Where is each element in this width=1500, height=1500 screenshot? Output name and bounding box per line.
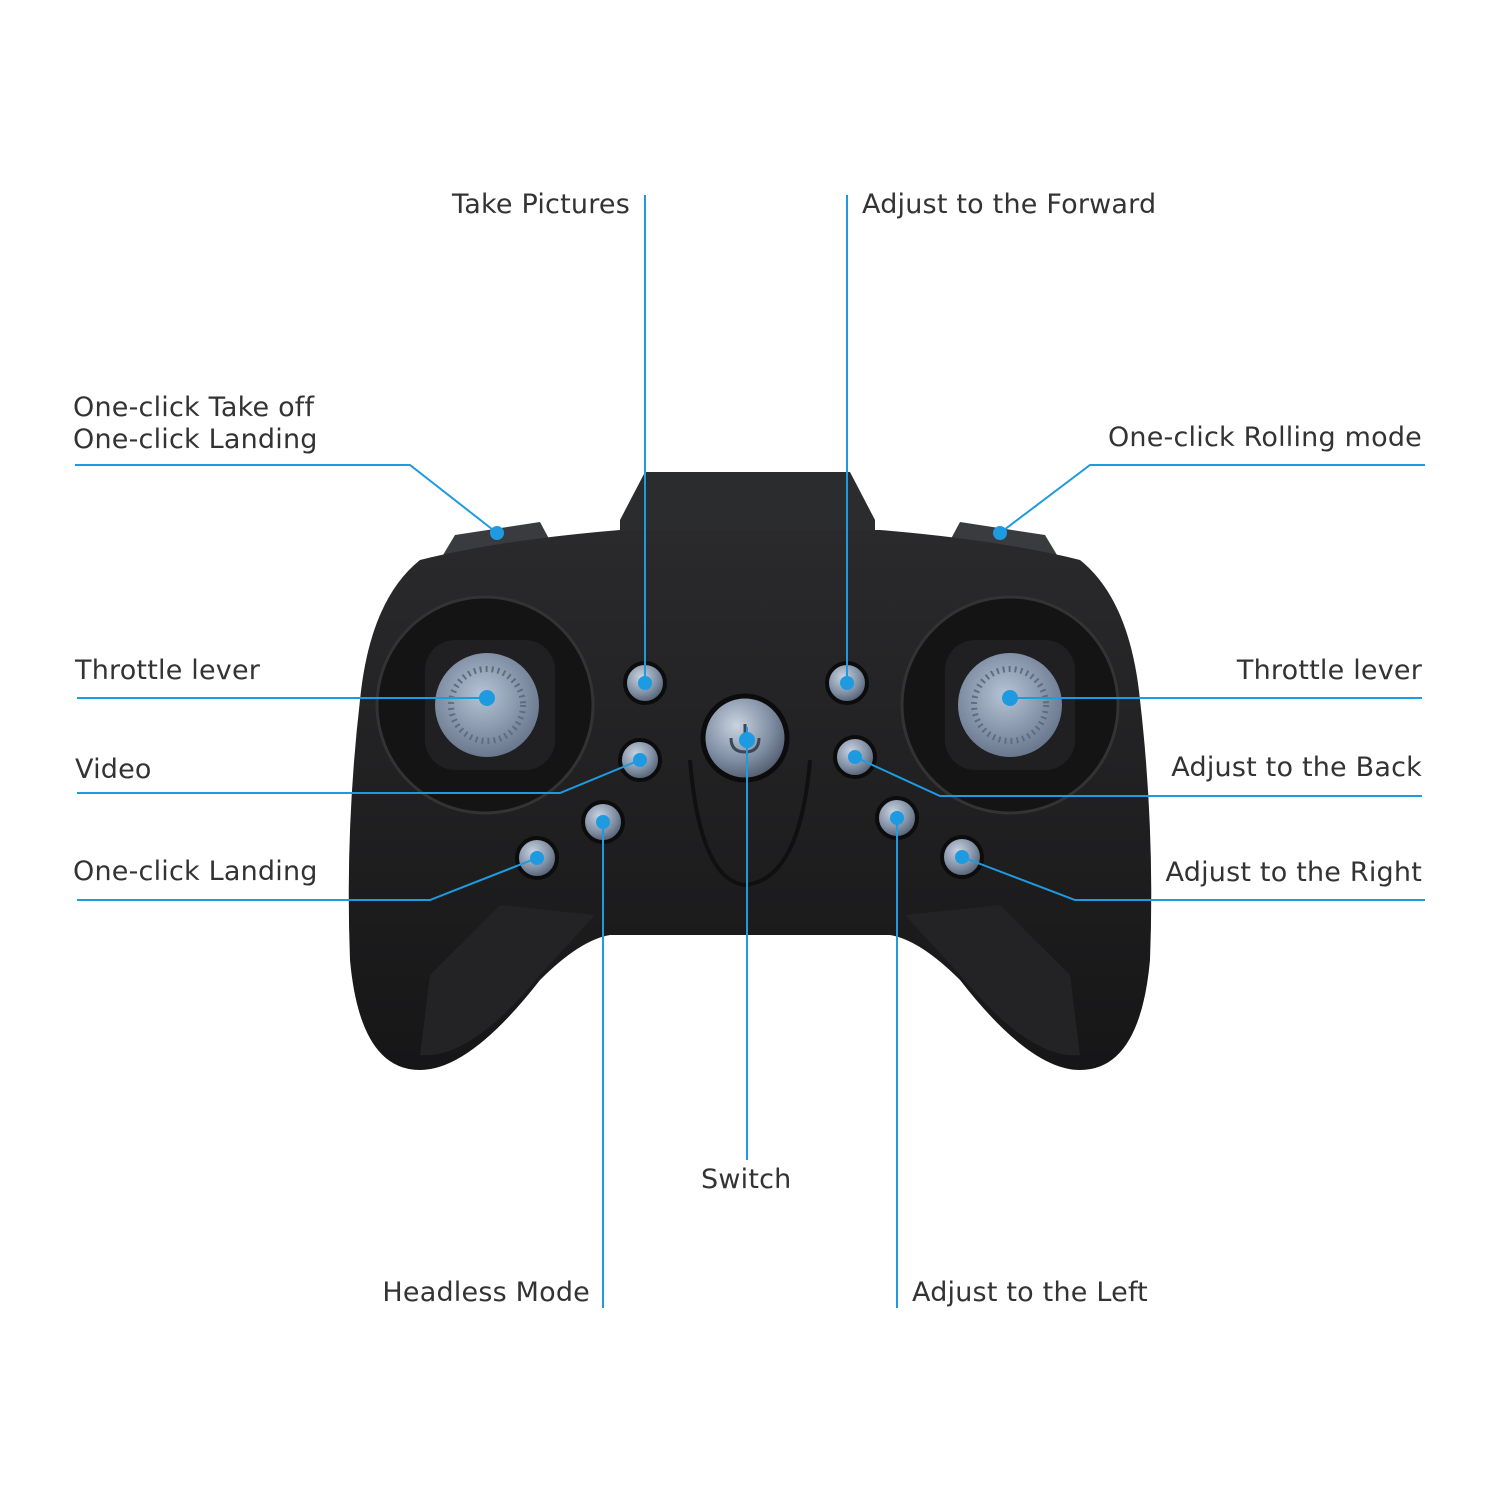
label-headless-mode: Headless Mode xyxy=(382,1277,590,1308)
label-throttle-right: Throttle lever xyxy=(1236,655,1422,686)
leader-lines xyxy=(75,195,1425,1308)
label-adjust-forward: Adjust to the Forward xyxy=(862,189,1157,220)
label-throttle-left: Throttle lever xyxy=(75,655,261,686)
label-take-pictures: Take Pictures xyxy=(452,189,630,220)
label-video: Video xyxy=(75,754,152,785)
label-takeoff: One-click Take off xyxy=(73,392,315,423)
label-adjust-left: Adjust to the Left xyxy=(912,1277,1148,1308)
leader-dots xyxy=(479,526,1018,865)
label-rolling-mode: One-click Rolling mode xyxy=(1107,422,1422,453)
label-adjust-right: Adjust to the Right xyxy=(1165,857,1422,888)
center-groove xyxy=(688,759,812,888)
label-adjust-back: Adjust to the Back xyxy=(1171,752,1422,783)
label-switch: Switch xyxy=(701,1164,792,1195)
grip-right-panel xyxy=(905,905,1080,1056)
grip-left-panel xyxy=(420,905,595,1056)
label-takeoff-landing: One-click Landing xyxy=(73,424,318,455)
label-one-click-landing: One-click Landing xyxy=(73,856,318,887)
